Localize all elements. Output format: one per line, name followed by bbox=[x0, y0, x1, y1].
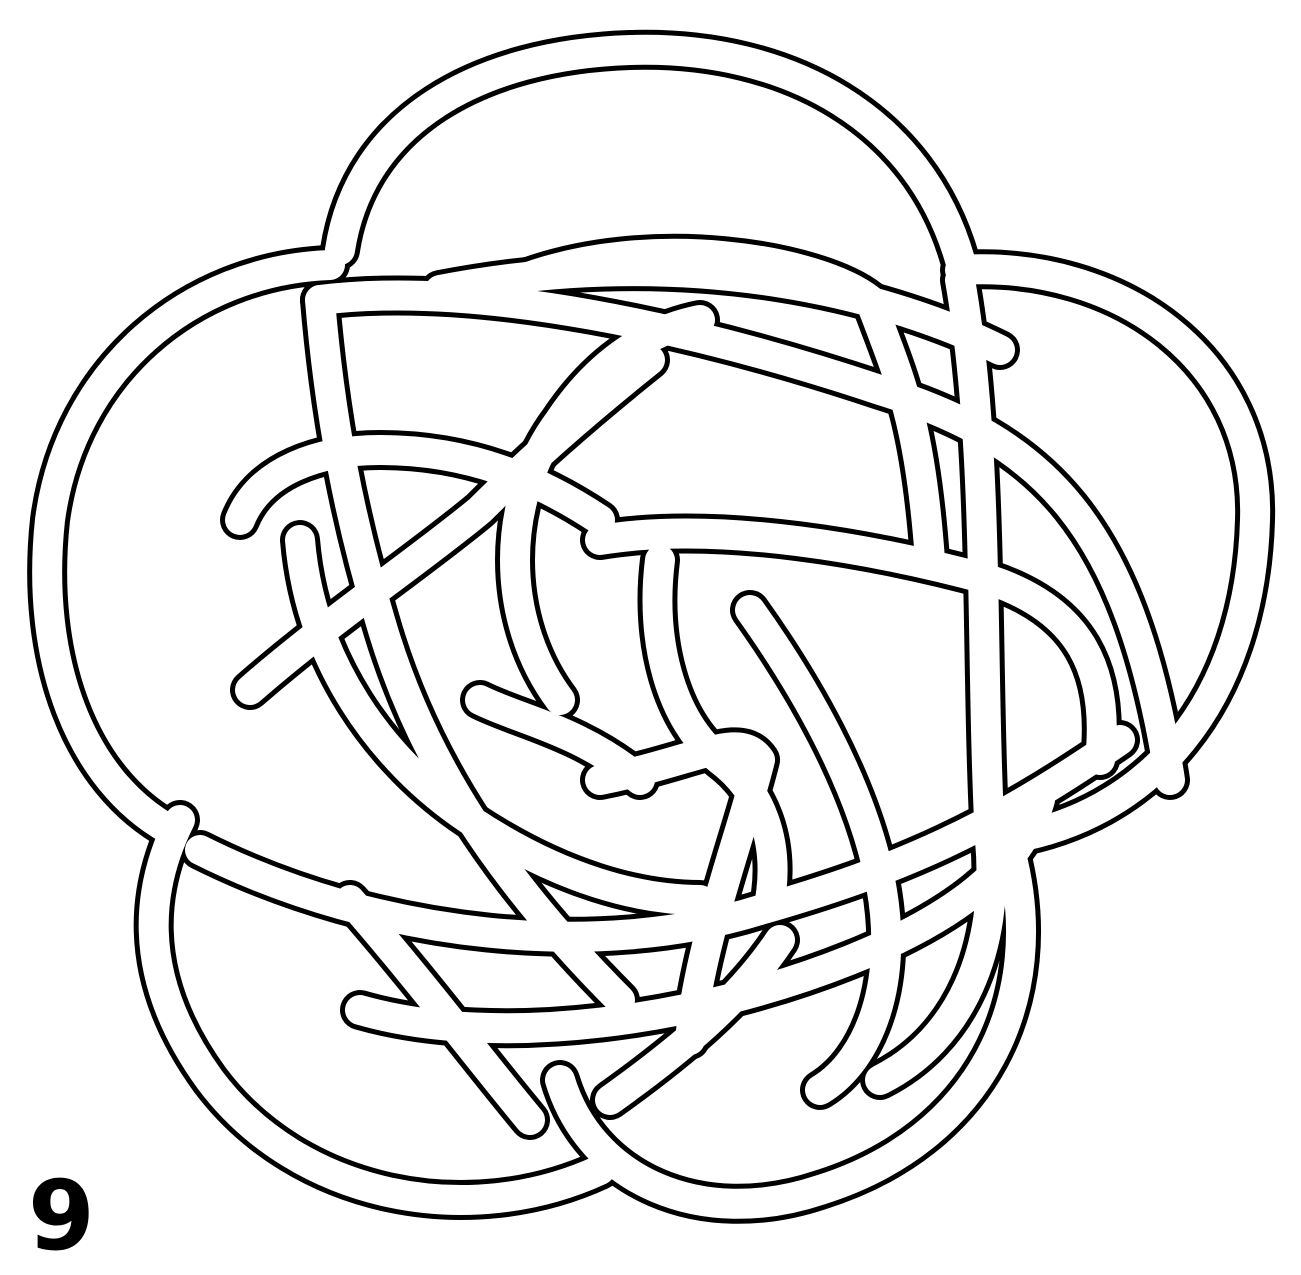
petal-loop-top bbox=[340, 50, 960, 260]
figure-number: 9 bbox=[28, 1168, 95, 1264]
